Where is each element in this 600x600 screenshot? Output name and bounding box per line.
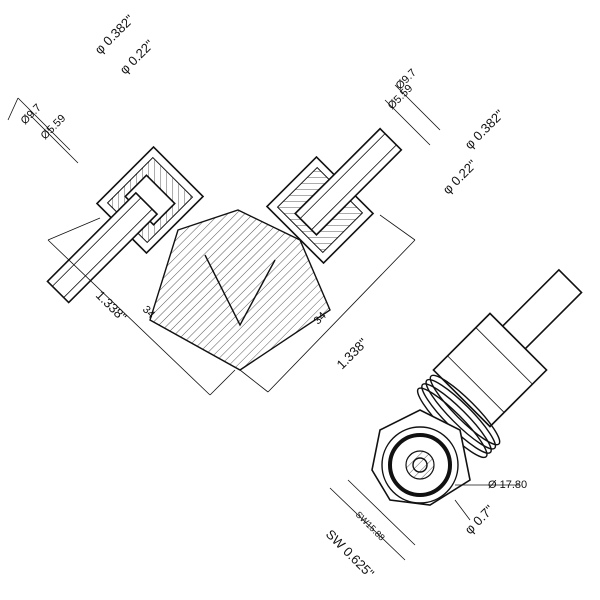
- hex-size-mm-label: SW15.88: [354, 509, 387, 542]
- face-outer-ring: [381, 426, 459, 504]
- left-tube-od-label: Ø9.7: [19, 102, 44, 127]
- face-seat-ring: [388, 433, 452, 497]
- dimension-lines: [7, 84, 441, 396]
- end-view-nut: [432, 312, 548, 428]
- left-tube: [46, 191, 159, 304]
- top-outer-diameter-label: φ 0.382": [92, 11, 138, 57]
- face-diameter-inch-label: φ 0.7": [462, 502, 497, 537]
- face-bore: [405, 450, 435, 480]
- hex-size-inch-label: SW 0.625": [323, 527, 378, 582]
- face-diameter-mm-label: Ø 17.80: [488, 479, 527, 491]
- end-view: [329, 268, 583, 561]
- thread-rings: [416, 374, 501, 459]
- elbow-bore: [204, 254, 276, 327]
- right-tube: [294, 127, 403, 236]
- right-length-inch-label: 1.338": [334, 335, 371, 372]
- elbow-side-view: [46, 127, 403, 371]
- right-inner-diameter-label: φ 0.22": [440, 157, 481, 198]
- left-length-inch-label: 1.338": [93, 288, 130, 325]
- top-inner-diameter-label: φ 0.22": [117, 37, 158, 78]
- left-tube-id-label: Ø5.59: [39, 112, 69, 142]
- elbow-body: [149, 209, 331, 371]
- right-outer-diameter-label: φ 0.382": [462, 106, 508, 152]
